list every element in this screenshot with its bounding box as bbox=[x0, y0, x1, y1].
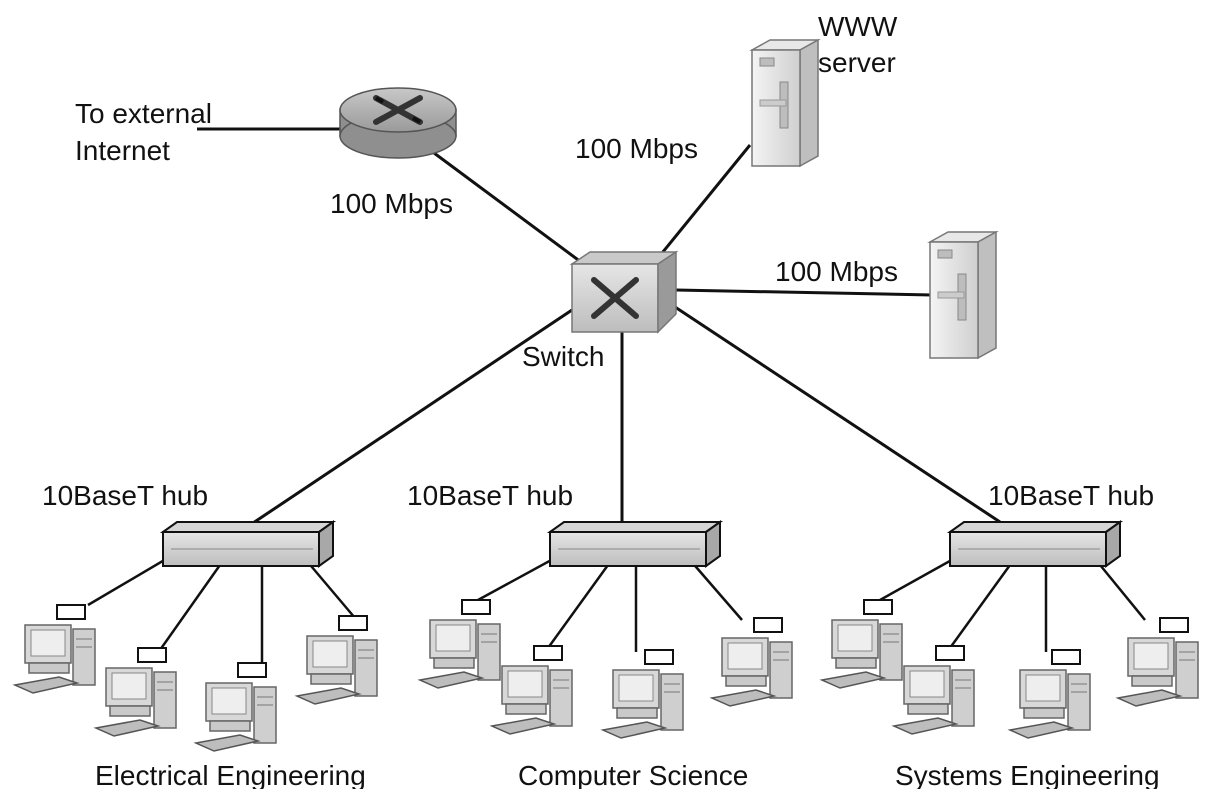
department-label: Systems Engineering bbox=[895, 760, 1160, 789]
www-server-label-line2: server bbox=[818, 47, 896, 78]
hub-label: 10BaseT hub bbox=[988, 480, 1154, 511]
hub-icon bbox=[949, 521, 1121, 567]
department-label: Computer Science bbox=[518, 760, 748, 789]
pc-icon bbox=[195, 662, 277, 752]
hub-icon bbox=[549, 521, 721, 567]
server-icon bbox=[929, 231, 997, 359]
link-switch-hub3 bbox=[671, 303, 1001, 524]
pc-icon bbox=[602, 649, 684, 739]
link-switch-www bbox=[656, 144, 752, 259]
www-server-label-line1: WWW bbox=[818, 11, 898, 42]
switch-label: Switch bbox=[522, 341, 604, 372]
router-icon bbox=[339, 87, 457, 159]
pc-icon bbox=[14, 604, 96, 694]
link-router-switch bbox=[429, 148, 586, 267]
hub-group-computer-science: 10BaseT hub Computer Science bbox=[407, 480, 793, 789]
pc-icon bbox=[1117, 617, 1199, 707]
www-server-icon bbox=[751, 39, 819, 167]
pc-icon bbox=[296, 615, 378, 705]
pc-icon bbox=[1009, 649, 1091, 739]
hub-label: 10BaseT hub bbox=[42, 480, 208, 511]
pc-icon bbox=[419, 599, 501, 689]
link-switch-hub1 bbox=[249, 308, 573, 527]
pc-icon bbox=[821, 599, 903, 689]
hub-group-electrical: 10BaseT hub Electrical Engineering bbox=[14, 480, 378, 789]
pc-icon bbox=[893, 645, 975, 735]
external-label-line1: To external bbox=[75, 98, 212, 129]
router-link-speed: 100 Mbps bbox=[330, 188, 453, 219]
external-label-line2: Internet bbox=[75, 135, 170, 166]
switch-icon bbox=[569, 250, 679, 334]
pc-icon bbox=[95, 647, 177, 737]
hub-label: 10BaseT hub bbox=[407, 480, 573, 511]
pc-icon bbox=[711, 617, 793, 707]
server2-link-speed: 100 Mbps bbox=[775, 256, 898, 287]
hub-icon bbox=[162, 521, 334, 567]
department-label: Electrical Engineering bbox=[95, 760, 366, 789]
link-switch-server2 bbox=[675, 288, 933, 297]
hub-group-systems: 10BaseT hub Systems Engineering bbox=[821, 480, 1199, 789]
www-link-speed: 100 Mbps bbox=[575, 133, 698, 164]
pc-icon bbox=[491, 645, 573, 735]
